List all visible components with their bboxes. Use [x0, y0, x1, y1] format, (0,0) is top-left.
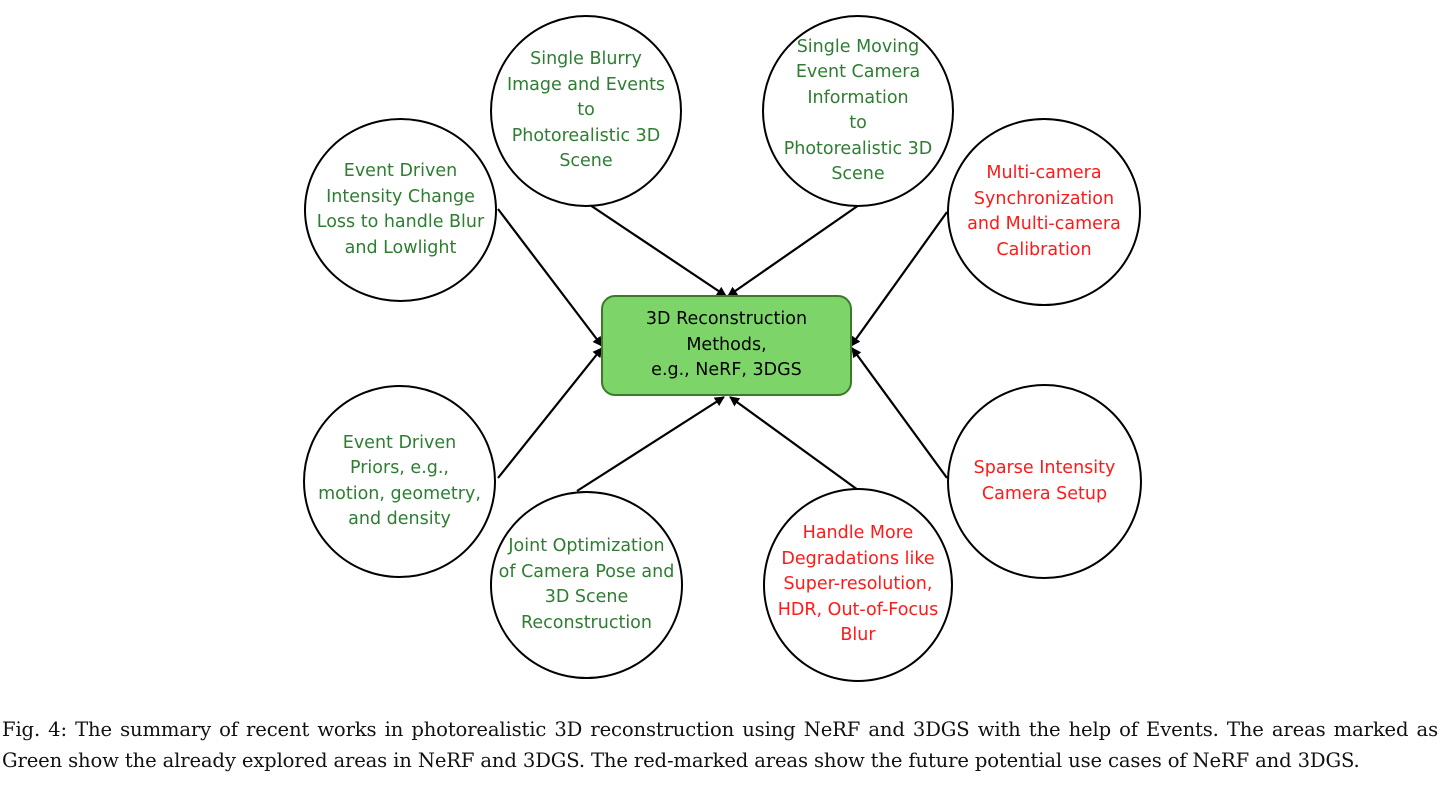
node-multi-camera: Multi-camera Synchronization and Multi-c…: [947, 118, 1141, 306]
node-single-moving: Single Moving Event Camera Information t…: [762, 15, 954, 207]
node-single-blurry: Single Blurry Image and Events to Photor…: [490, 15, 682, 207]
node-event-priors: Event Driven Priors, e.g., motion, geome…: [303, 385, 496, 578]
arrow-multi-camera: [850, 211, 948, 347]
node-label: Single Moving Event Camera Information t…: [783, 36, 933, 185]
node-more-degradations: Handle More Degradations like Super-reso…: [763, 488, 953, 682]
node-label: Handle More Degradations like Super-reso…: [777, 523, 939, 646]
diagram: Single Blurry Image and Events to Photor…: [303, 15, 1142, 682]
node-sparse-intensity: Sparse Intensity Camera Setup: [947, 384, 1142, 579]
center-node: 3D Reconstruction Methods, e.g., NeRF, 3…: [601, 295, 852, 396]
node-intensity-change: Event Driven Intensity Change Loss to ha…: [304, 118, 497, 302]
node-label: Sparse Intensity Camera Setup: [973, 458, 1116, 504]
node-label: Event Driven Priors, e.g., motion, geome…: [318, 432, 481, 530]
arrow-intensity-change: [497, 208, 603, 347]
arrow-event-priors: [497, 347, 603, 479]
figure-caption: Fig. 4: The summary of recent works in p…: [2, 718, 1438, 772]
arrow-single-moving: [727, 204, 860, 297]
arrow-sparse-intensity: [851, 347, 948, 479]
node-joint-optimization: Joint Optimization of Camera Pose and 3D…: [490, 491, 683, 679]
arrow-single-blurry: [586, 202, 727, 297]
arrow-more-degradations: [729, 396, 859, 491]
node-label: Joint Optimization of Camera Pose and 3D…: [498, 536, 675, 633]
node-label: Event Driven Intensity Change Loss to ha…: [316, 161, 485, 258]
arrows-layer: [497, 202, 948, 492]
arrow-joint-optimization: [576, 396, 725, 492]
center-label: 3D Reconstruction Methods, e.g., NeRF, 3…: [645, 309, 808, 381]
node-label: Multi-camera Synchronization and Multi-c…: [967, 163, 1121, 260]
node-label: Single Blurry Image and Events to Photor…: [506, 49, 666, 172]
